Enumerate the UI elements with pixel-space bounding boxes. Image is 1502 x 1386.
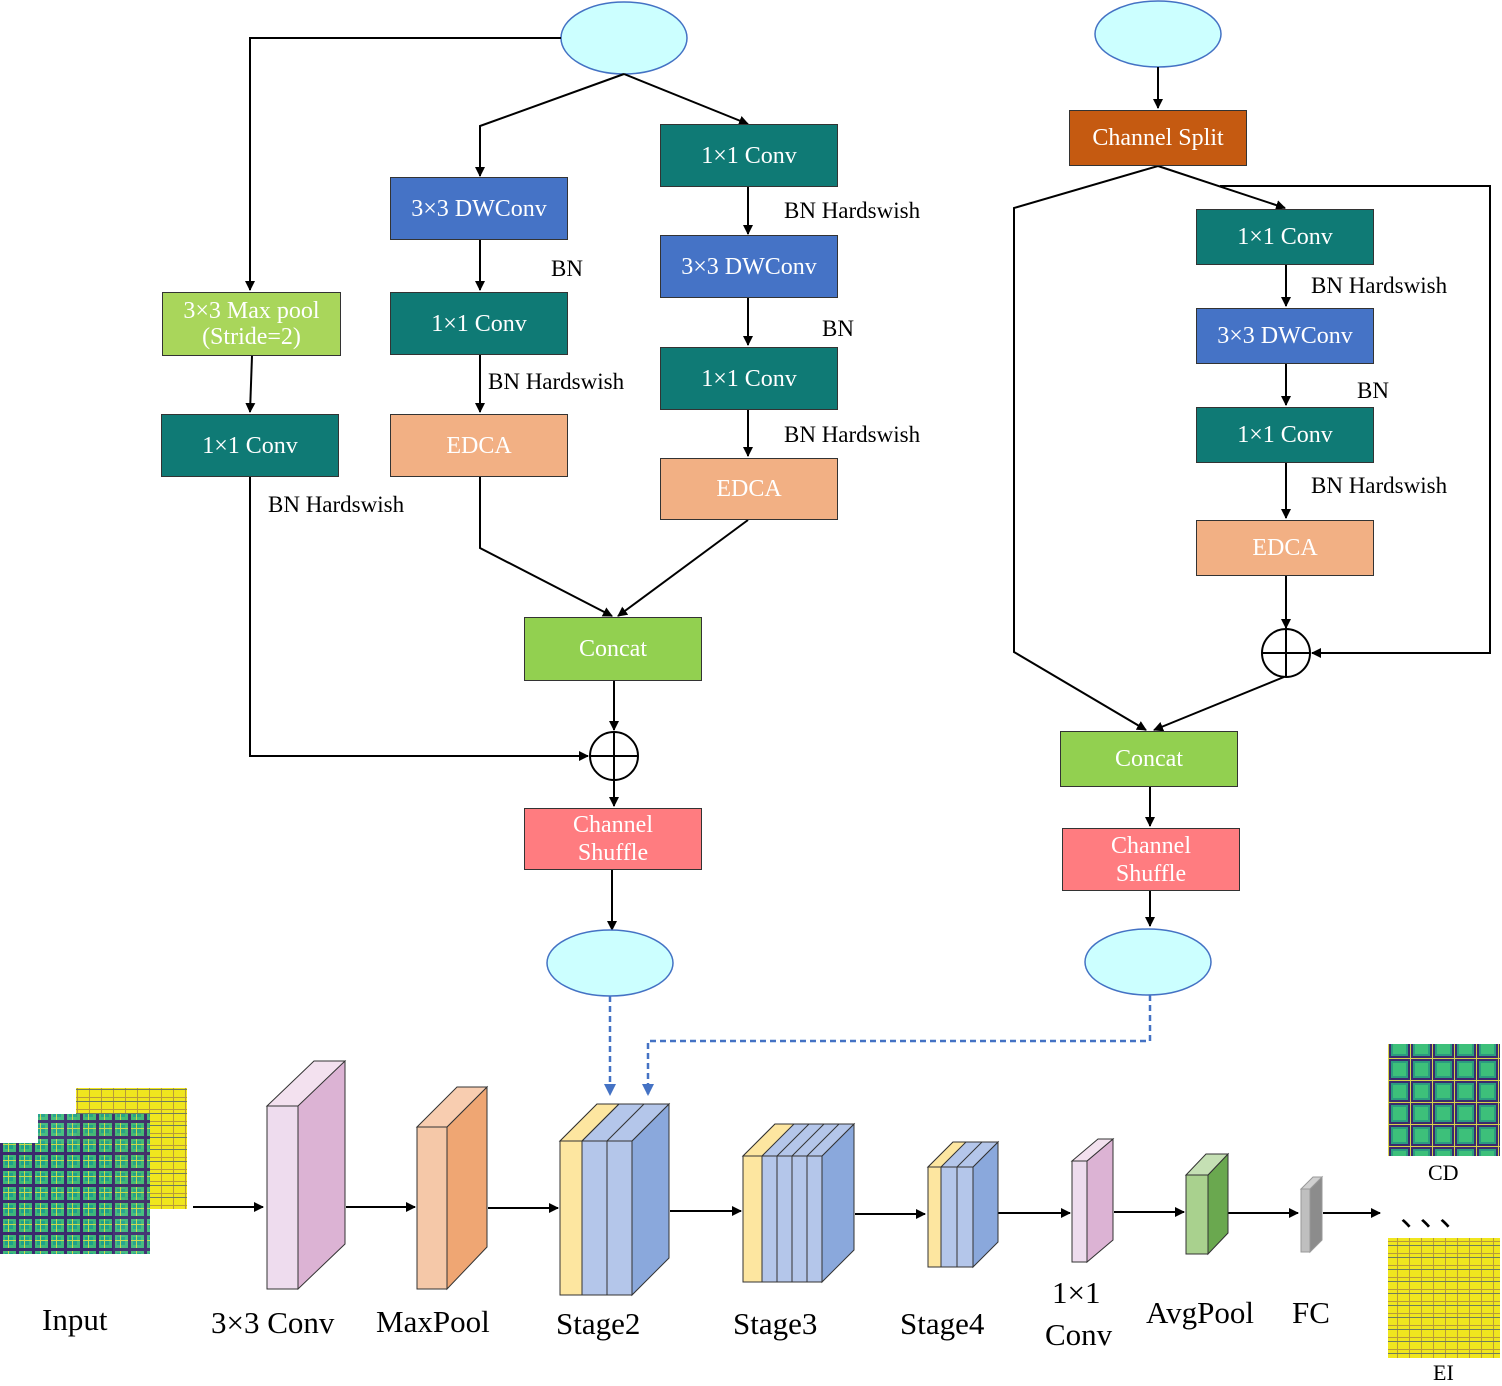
left-conv1x1-d: 1×1 Conv	[161, 414, 339, 477]
label-fc: FC	[1292, 1295, 1330, 1330]
left-bn-hardswish-b: BN Hardswish	[488, 369, 625, 394]
avgpool-block	[1184, 1152, 1230, 1256]
label-input: Input	[42, 1302, 108, 1337]
label-conv3x3: 3×3 Conv	[211, 1305, 335, 1340]
left-input-to-dwconv-line	[475, 73, 625, 177]
right-shuffle-line2: Shuffle	[1115, 860, 1187, 887]
left-dwconv-b-label: 3×3 DWConv	[411, 195, 547, 222]
arrow-maxpool-to-conv	[245, 355, 256, 413]
left-edca-b: EDCA	[390, 414, 568, 477]
right-shuffle-line1: Channel	[1111, 832, 1191, 859]
left-concat-label: Concat	[579, 636, 647, 662]
left-edca-c: EDCA	[660, 458, 838, 520]
left-maxpool-line1: 3×3 Max pool	[183, 298, 320, 324]
left-edca-c-label: EDCA	[716, 476, 782, 502]
left-conv1x1-c2: 1×1 Conv	[660, 347, 838, 410]
left-output-node	[546, 929, 674, 997]
label-avgpool: AvgPool	[1146, 1295, 1254, 1330]
edca-b-to-concat-line	[479, 477, 613, 617]
left-channel-shuffle: Channel Shuffle	[524, 808, 702, 870]
left-maxpool: 3×3 Max pool (Stride=2)	[162, 292, 341, 356]
left-edca-b-label: EDCA	[446, 432, 512, 459]
right-concat: Concat	[1060, 731, 1238, 787]
stage2-block	[558, 1102, 671, 1297]
edca-c-to-concat-line	[617, 519, 749, 617]
label-out-cd: CD	[1428, 1160, 1459, 1185]
right-channel-split: Channel Split	[1069, 110, 1247, 166]
left-concat: Concat	[524, 617, 702, 681]
maxpool-block	[415, 1085, 489, 1291]
left-bn-hardswish-d: BN Hardswish	[268, 492, 405, 517]
right-split-label: Channel Split	[1092, 125, 1224, 151]
shortcut-to-add-line	[249, 477, 589, 761]
right-channel-shuffle: Channel Shuffle	[1062, 828, 1240, 891]
left-add-node	[589, 731, 639, 781]
left-shuffle-line2: Shuffle	[577, 840, 649, 866]
left-input-to-conv-line	[623, 73, 749, 126]
right-conv1x1-b: 1×1 Conv	[1196, 407, 1374, 463]
left-dwconv-c: 3×3 DWConv	[660, 235, 838, 298]
label-maxpool: MaxPool	[376, 1304, 490, 1339]
right-dwconv: 3×3 DWConv	[1196, 308, 1374, 364]
left-conv1x1-b2-label: 1×1 Conv	[431, 310, 527, 337]
right-output-node	[1084, 928, 1212, 996]
left-dwconv-b: 3×3 DWConv	[390, 177, 568, 240]
right-dwconv-label: 3×3 DWConv	[1217, 323, 1353, 349]
right-add-node	[1261, 628, 1311, 678]
left-shuffle-line1: Channel	[573, 812, 653, 838]
right-conv1x1-b-label: 1×1 Conv	[1237, 422, 1333, 448]
right-concat-label: Concat	[1115, 746, 1183, 772]
label-stage3: Stage3	[733, 1306, 818, 1341]
left-conv1x1-a: 1×1 Conv	[660, 124, 838, 187]
label-stage2: Stage2	[556, 1306, 641, 1341]
output-map-cd	[1388, 1044, 1500, 1156]
left-input-node	[560, 1, 688, 75]
right-edca: EDCA	[1196, 520, 1374, 576]
left-conv1x1-b2: 1×1 Conv	[390, 292, 568, 355]
left-bn-hardswish-c: BN Hardswish	[784, 422, 921, 447]
right-bn-hardswish-a: BN Hardswish	[1311, 273, 1448, 298]
label-conv1x1-line1: 1×1	[1052, 1275, 1101, 1310]
left-maxpool-line2: (Stride=2)	[202, 324, 301, 350]
right-input-node	[1094, 0, 1222, 68]
left-conv1x1-c2-label: 1×1 Conv	[701, 365, 797, 392]
right-bn: BN	[1357, 378, 1389, 403]
input-map-front	[0, 1143, 113, 1254]
stage4-block	[926, 1140, 1000, 1269]
conv1x1-block	[1070, 1137, 1115, 1264]
right-conv1x1-a-label: 1×1 Conv	[1237, 224, 1333, 250]
conv3x3-block	[265, 1060, 347, 1291]
output-map-ei	[1388, 1238, 1500, 1358]
right-conv1x1-a: 1×1 Conv	[1196, 209, 1374, 265]
label-conv1x1-line2: Conv	[1045, 1317, 1113, 1352]
left-conv1x1-d-label: 1×1 Conv	[202, 432, 298, 459]
left-bn-b: BN	[822, 316, 854, 341]
split-to-bypass-line	[1013, 165, 1159, 731]
fc-block	[1299, 1175, 1324, 1254]
residual-loop-line	[1220, 185, 1491, 658]
right-bn-hardswish-b: BN Hardswish	[1311, 473, 1448, 498]
label-stage4: Stage4	[900, 1306, 985, 1341]
left-bn-a: BN	[551, 256, 583, 281]
left-conv1x1-a-label: 1×1 Conv	[701, 142, 797, 169]
label-out-ei: EI	[1433, 1360, 1454, 1385]
left-dwconv-c-label: 3×3 DWConv	[681, 253, 817, 280]
stage3-block	[741, 1122, 856, 1284]
right-edca-label: EDCA	[1252, 535, 1318, 561]
add-to-concat-line	[1153, 676, 1285, 732]
left-bn-hardswish-a: BN Hardswish	[784, 198, 921, 223]
label-ellipsis: 、、、	[1400, 1198, 1474, 1233]
dashed-link-right	[642, 995, 1152, 1096]
left-input-to-maxpool-line	[245, 37, 561, 291]
